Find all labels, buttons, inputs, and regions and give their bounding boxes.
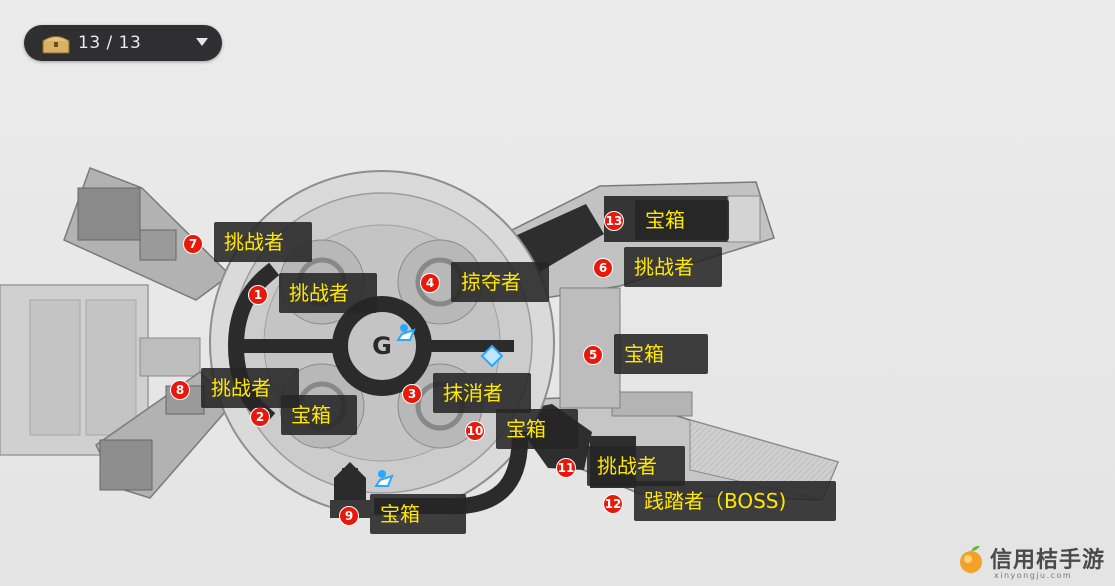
arm-lower-left <box>95 371 234 499</box>
watermark-name: 信用桔手游 <box>990 548 1106 573</box>
teleport-marker-north <box>396 324 416 341</box>
marker-number-12[interactable]: 12 <box>603 494 623 514</box>
orange-fruit-logo-icon <box>960 545 982 573</box>
marker-number-8[interactable]: 8 <box>170 380 190 400</box>
chest-counter[interactable]: 13 / 13 <box>24 25 222 61</box>
marker-number-3[interactable]: 3 <box>402 384 422 404</box>
marker-label-3: 抹消者 <box>433 373 531 413</box>
watermark: 信用桔手游 xinyongju.com <box>952 540 1112 584</box>
marker-number-13[interactable]: 13 <box>604 211 624 231</box>
marker-number-10[interactable]: 10 <box>465 421 485 441</box>
marker-label-9: 宝箱 <box>370 494 466 534</box>
marker-label-1: 挑战者 <box>279 273 377 313</box>
marker-number-7[interactable]: 7 <box>183 234 203 254</box>
chest-count-text: 13 / 13 <box>78 33 142 53</box>
marker-label-5: 宝箱 <box>614 334 708 374</box>
marker-number-4[interactable]: 4 <box>420 273 440 293</box>
svg-text:G: G <box>372 332 392 360</box>
marker-number-6[interactable]: 6 <box>593 258 613 278</box>
marker-label-8: 挑战者 <box>201 368 299 408</box>
dropdown-caret-icon[interactable] <box>196 38 208 46</box>
marker-label-13: 宝箱 <box>635 200 729 240</box>
marker-label-10: 宝箱 <box>496 409 578 449</box>
arm-upper-left <box>63 167 232 301</box>
marker-number-1[interactable]: 1 <box>248 285 268 305</box>
south-door <box>334 462 366 510</box>
treasure-chest-icon <box>42 36 70 54</box>
teleport-marker-south <box>374 470 394 487</box>
marker-label-7: 挑战者 <box>214 222 312 262</box>
marker-label-6: 挑战者 <box>624 247 722 287</box>
marker-label-12: 践踏者（BOSS) <box>634 481 836 521</box>
marker-number-11[interactable]: 11 <box>556 458 576 478</box>
marker-number-9[interactable]: 9 <box>339 506 359 526</box>
waypoint-marker-east <box>480 344 504 368</box>
marker-number-5[interactable]: 5 <box>583 345 603 365</box>
marker-label-11: 挑战者 <box>587 446 685 486</box>
marker-number-2[interactable]: 2 <box>250 407 270 427</box>
marker-label-2: 宝箱 <box>281 395 357 435</box>
marker-label-4: 掠夺者 <box>451 262 549 302</box>
watermark-url: xinyongju.com <box>994 571 1073 580</box>
